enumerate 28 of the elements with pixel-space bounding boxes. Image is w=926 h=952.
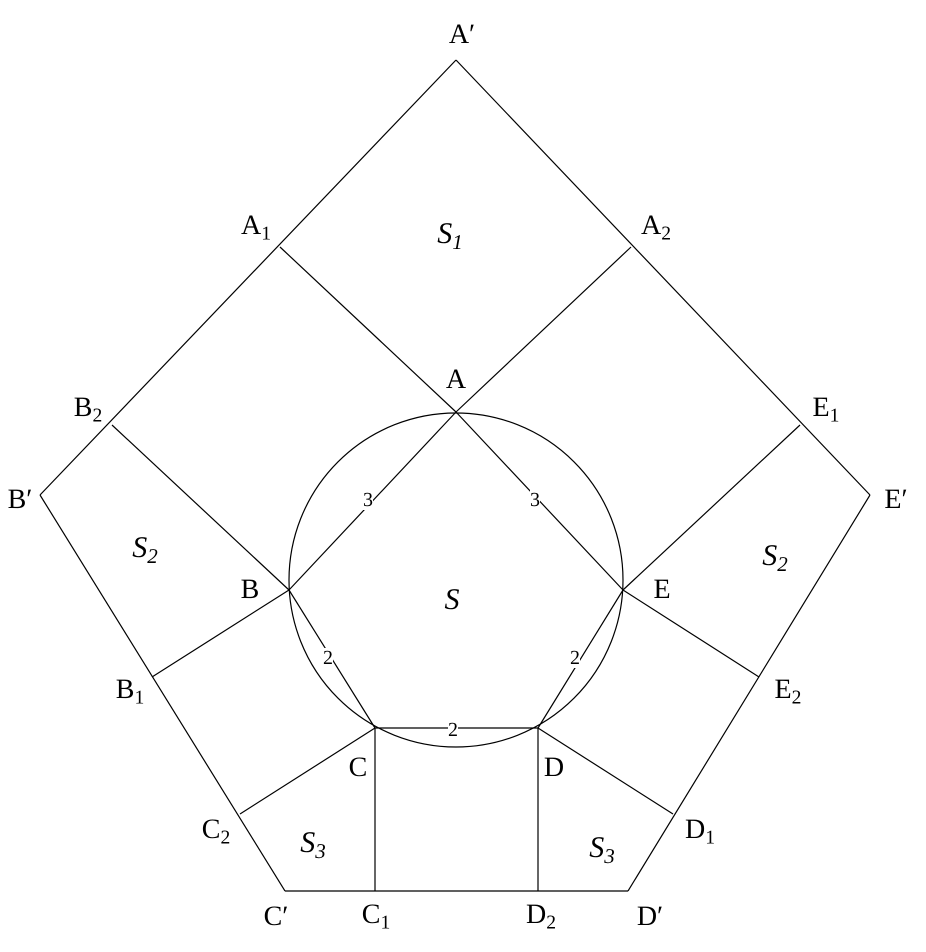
point-label: A′ xyxy=(448,21,476,49)
point-label: A xyxy=(446,366,466,394)
region-label: S$_{1}$ xyxy=(437,218,463,254)
point-label: C xyxy=(348,754,368,782)
point-label: E$_{1}$ xyxy=(812,394,840,426)
point-label: C′ xyxy=(264,903,288,931)
point-label: B xyxy=(240,576,260,604)
point-label: D xyxy=(544,754,564,782)
point-label: B$_{2}$ xyxy=(74,394,102,426)
region-label: S$_{2}$ xyxy=(762,540,788,576)
region-label: S xyxy=(444,585,460,615)
length-label: 3 xyxy=(363,490,373,510)
point-label: A$_{1}$ xyxy=(240,212,272,244)
point-label: E′ xyxy=(884,486,908,514)
region-label: S$_{3}$ xyxy=(300,828,326,862)
point-label: A$_{2}$ xyxy=(640,212,672,244)
point-label: C$_{2}$ xyxy=(202,816,230,848)
point-label: D$_{1}$ xyxy=(684,816,716,848)
point-label: C$_{1}$ xyxy=(362,900,390,934)
point-label: E$_{2}$ xyxy=(774,676,802,708)
point-label: E xyxy=(653,576,671,604)
point-label: D$_{2}$ xyxy=(526,900,556,934)
region-label: S$_{2}$ xyxy=(132,532,158,568)
region-label: S$_{3}$ xyxy=(589,832,615,868)
length-label: 2 xyxy=(570,648,580,668)
point-label: D′ xyxy=(636,903,664,931)
point-label: B$_{1}$ xyxy=(116,676,144,708)
point-label: B′ xyxy=(8,486,32,514)
